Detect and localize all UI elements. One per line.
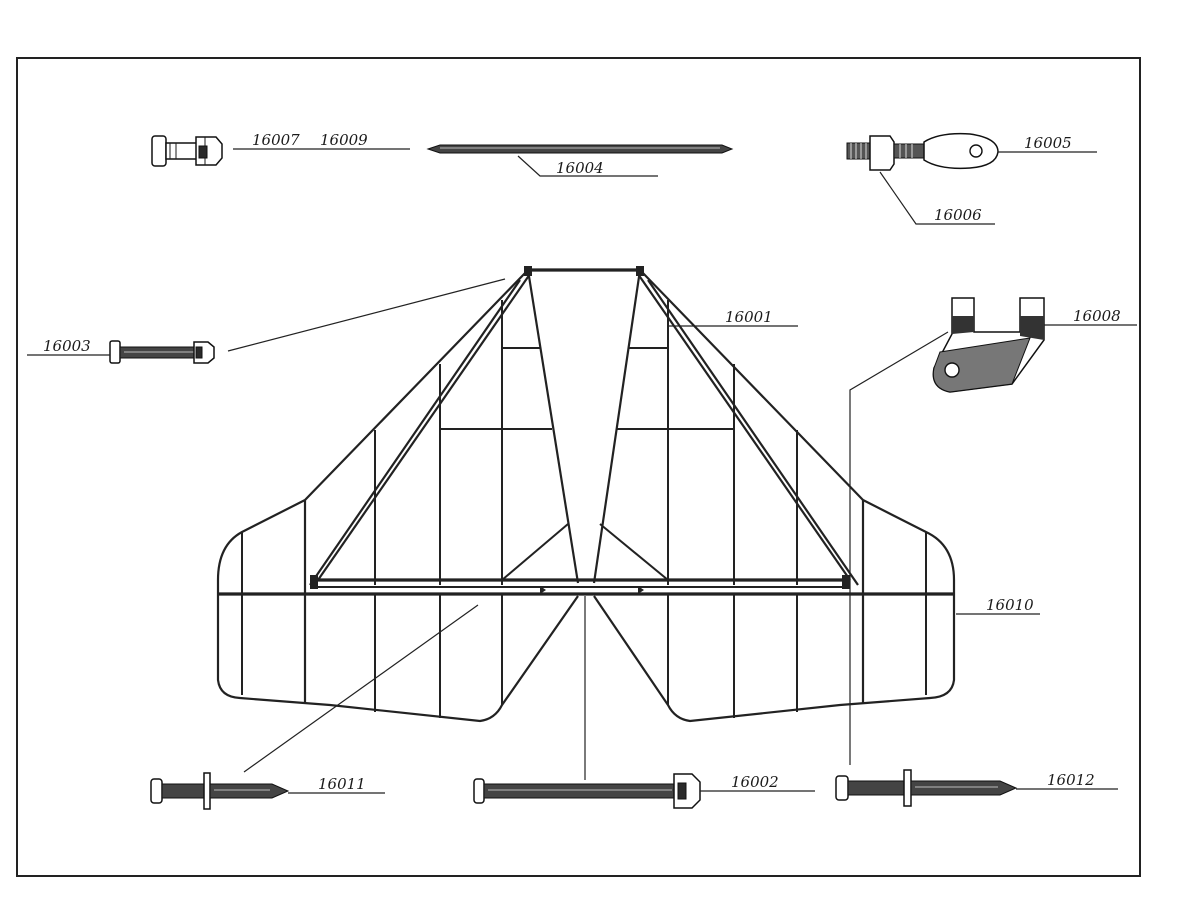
leader-16003-target (227, 278, 506, 352)
pin-16012 (835, 769, 1018, 807)
label-16003: 16003 (43, 337, 91, 355)
label-16007: 16007 (252, 131, 300, 149)
label-16002: 16002 (731, 773, 779, 791)
label-16001: 16001 (725, 308, 773, 326)
bracket-16008 (932, 297, 1045, 393)
bolt-16003 (109, 340, 215, 364)
label-16008: 16008 (1073, 307, 1121, 325)
label-16011: 16011 (318, 775, 366, 793)
label-16006: 16006 (934, 206, 982, 224)
label-16009: 16009 (320, 131, 368, 149)
leader-16004 (517, 155, 658, 177)
rod-16004 (426, 144, 734, 154)
bolt-16002 (473, 773, 701, 809)
leader-16006 (879, 171, 995, 225)
leader-16011-target (243, 604, 479, 773)
label-16005: 16005 (1024, 134, 1072, 152)
bolt-16007 (151, 135, 223, 167)
label-16004: 16004 (556, 159, 604, 177)
leader-16008-target (849, 331, 949, 765)
diagram-border (16, 57, 1141, 877)
label-16010: 16010 (986, 596, 1034, 614)
pin-16011 (150, 772, 290, 810)
tail-frame-16001 (216, 266, 956, 723)
label-16012: 16012 (1047, 771, 1095, 789)
eye-bolt-16005 (846, 132, 999, 171)
